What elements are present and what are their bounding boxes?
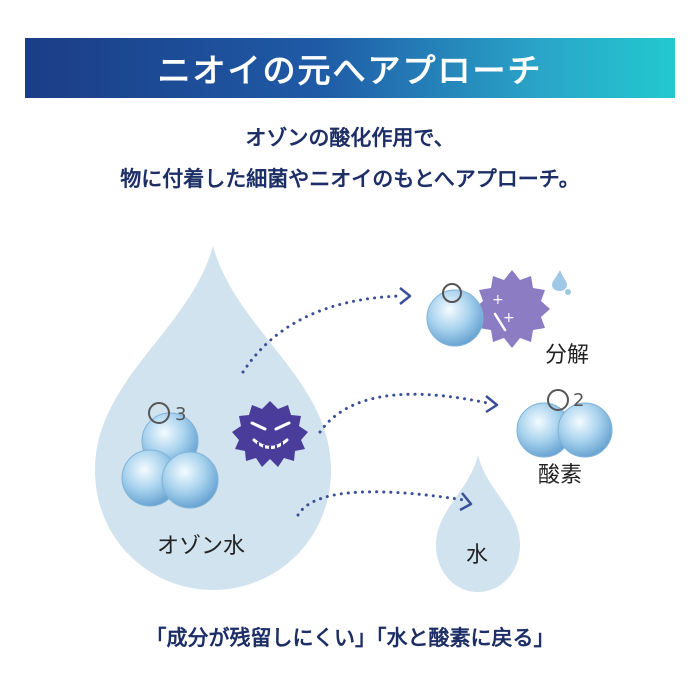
oxygen-molecule <box>516 389 613 458</box>
germ-icon <box>232 401 308 467</box>
ozone-o-ring <box>148 402 170 424</box>
decompose-label: 分解 <box>545 343 590 368</box>
svg-text:+: + <box>492 292 504 308</box>
water-label: 水 <box>466 543 489 568</box>
oxygen-label: 酸素 <box>538 463 583 488</box>
ozone-water-label: オゾン水 <box>157 534 246 559</box>
oxygen-o-ring <box>442 283 462 303</box>
intro-line-2: 物に付着した細菌やニオイのもとへアプローチ。 <box>120 167 580 191</box>
o2-o-ring <box>547 389 569 411</box>
water-drop <box>436 455 520 592</box>
intro-line-1: オゾンの酸化作用で、 <box>245 126 455 150</box>
title-banner: ニオイの元へアプローチ <box>25 38 675 98</box>
splash-icon <box>552 270 567 291</box>
arrowhead-1 <box>399 287 412 305</box>
arrowhead-2 <box>485 395 499 414</box>
arrow-to-decompose <box>241 294 402 374</box>
oxygen-atom <box>426 283 484 347</box>
oxygen-subscript: 2 <box>573 390 585 411</box>
ozone-subscript: 3 <box>175 404 187 425</box>
svg-text:+: + <box>503 310 515 326</box>
banner-title: ニオイの元へアプローチ <box>157 51 543 90</box>
arrow-to-oxygen <box>318 392 494 434</box>
decomposing-germ-icon: + + <box>474 270 571 348</box>
arrowhead-3 <box>459 492 473 512</box>
ozone-molecule <box>121 402 219 509</box>
footer-caption: 「成分が残留しにくい」「水と酸素に戻る」 <box>145 626 555 650</box>
